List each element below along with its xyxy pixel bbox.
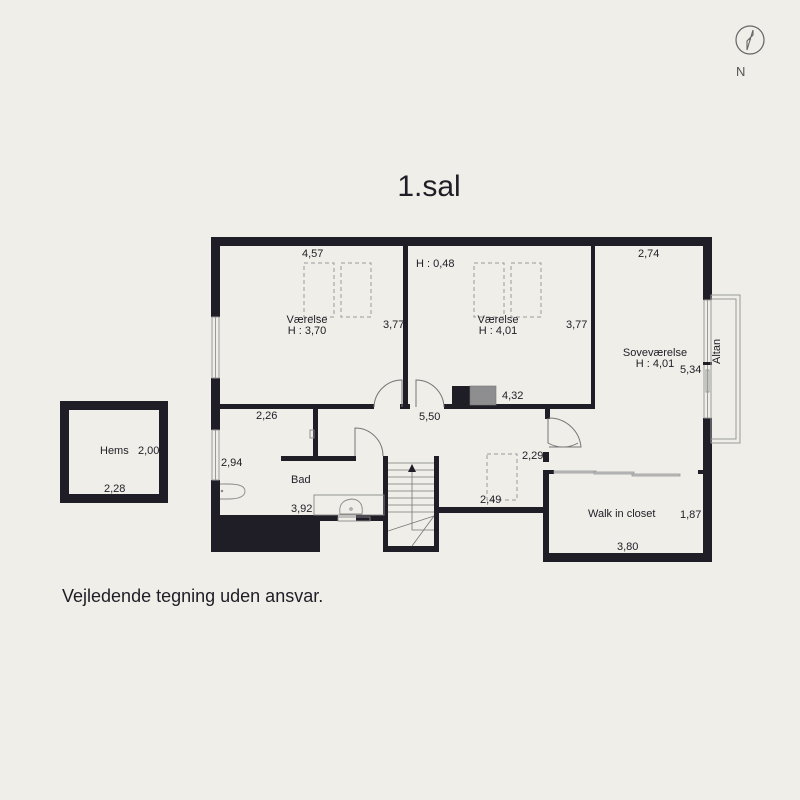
walk-in-width: 3,80: [617, 541, 639, 553]
disclaimer-text: Vejledende tegning uden ansvar.: [62, 586, 324, 606]
sliding-doors: [553, 470, 681, 477]
hems-depth: 2,00: [138, 445, 160, 457]
walk-in-name: Walk in closet: [588, 508, 656, 520]
doors: [354, 379, 582, 457]
sovevaerelse-width: 2,74: [638, 248, 660, 260]
bath-fixtures: [220, 429, 385, 522]
hems-width: 2,28: [104, 483, 126, 495]
hall-inner-dim: 2,49: [480, 494, 502, 506]
compass-north-label: N: [736, 64, 746, 79]
hems-name: Hems: [100, 445, 129, 457]
vaerelse1-name: Værelse: [286, 314, 328, 326]
skylights: [303, 262, 542, 501]
vaerelse1-depth: 3,77: [383, 319, 405, 331]
chimney: [452, 386, 470, 405]
bad-width: 2,26: [256, 410, 278, 422]
staircase: [387, 462, 435, 547]
walls: [60, 237, 712, 562]
vaerelse2-height: H : 4,01: [478, 325, 518, 337]
vaerelse1-height: H : 3,70: [287, 325, 327, 337]
vaerelse2-low-height: H : 0,48: [416, 258, 455, 270]
vaerelse2-depth: 3,77: [566, 319, 588, 331]
stair-arrow-icon: [408, 464, 416, 472]
bad-depth: 2,94: [221, 457, 243, 469]
altan-label: Altan: [711, 338, 723, 364]
sovevaerelse-height: H : 4,01: [635, 358, 675, 370]
bad-name: Bad: [291, 474, 311, 486]
fireplace: [469, 385, 497, 406]
floor-title: 1.sal: [397, 170, 461, 203]
vaerelse1-width: 4,57: [302, 248, 324, 260]
vaerelse2-name: Værelse: [477, 314, 519, 326]
hall-depth: 2,29: [522, 450, 544, 462]
vaerelse2-width: 4,32: [502, 390, 524, 402]
sovevaerelse-depth: 5,34: [680, 364, 702, 376]
sovevaerelse-name: Soveværelse: [622, 347, 688, 359]
bad-bottom-dim: 3,92: [291, 503, 313, 515]
hall-width: 5,50: [419, 411, 441, 423]
walk-in-depth: 1,87: [680, 509, 702, 521]
balcony: [710, 294, 741, 444]
compass-icon: [734, 24, 766, 61]
